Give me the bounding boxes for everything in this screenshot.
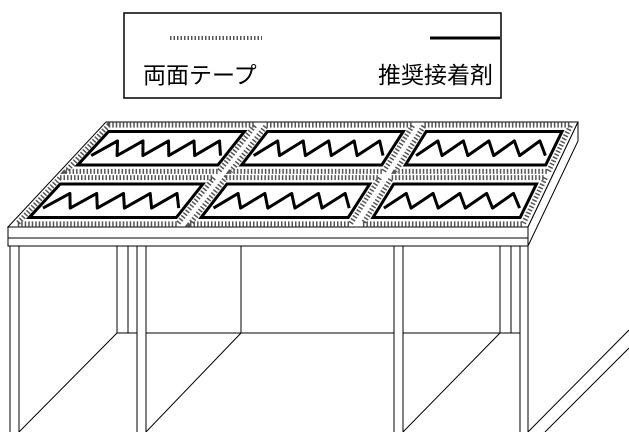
floor-diagonal-5	[544, 347, 629, 432]
panel-adhesive-outline	[402, 129, 565, 167]
panel-adhesive-outline	[238, 129, 407, 167]
panel-adhesive-zigzag	[42, 191, 181, 210]
panel-adhesive-zigzag	[415, 139, 547, 158]
panel-tape-border	[358, 175, 550, 227]
legend: 両面テープ 推奨接着剤	[123, 12, 502, 99]
panel	[60, 122, 261, 174]
panel-tape-border	[60, 122, 261, 174]
panel	[225, 122, 418, 174]
legend-frame	[123, 12, 502, 99]
panel-adhesive-outline	[198, 182, 373, 220]
panel-grid	[11, 122, 575, 227]
table-front-slab-lower	[7, 237, 529, 247]
panel-adhesive-outline	[370, 182, 539, 220]
floor-diagonal-4	[527, 329, 629, 432]
panel-adhesive-zigzag	[90, 139, 222, 158]
panel	[391, 122, 575, 174]
legend-double-sided-tape-label: 両面テープ	[143, 63, 257, 89]
floor-diagonal-2	[145, 332, 242, 432]
panel-adhesive-outline	[74, 129, 248, 167]
panel-adhesive-zigzag	[383, 191, 521, 210]
panel	[358, 175, 550, 227]
panel	[11, 175, 220, 227]
panel-adhesive-zigzag	[252, 139, 385, 158]
panel-adhesive-zigzag	[212, 191, 351, 210]
table-side-slab	[527, 121, 579, 247]
floor-diagonal-3	[402, 332, 501, 432]
legend-recommended-adhesive-label: 推奨接着剤	[378, 63, 493, 89]
table-front-slab	[7, 226, 529, 239]
floor-diagonal-1	[18, 332, 118, 432]
panel-adhesive-outline	[25, 182, 207, 220]
panel-tape-border	[184, 175, 385, 227]
panel	[184, 175, 385, 227]
panel-tape-border	[391, 122, 575, 174]
panel-tape-border	[225, 122, 418, 174]
panel-tape-border	[11, 175, 220, 227]
